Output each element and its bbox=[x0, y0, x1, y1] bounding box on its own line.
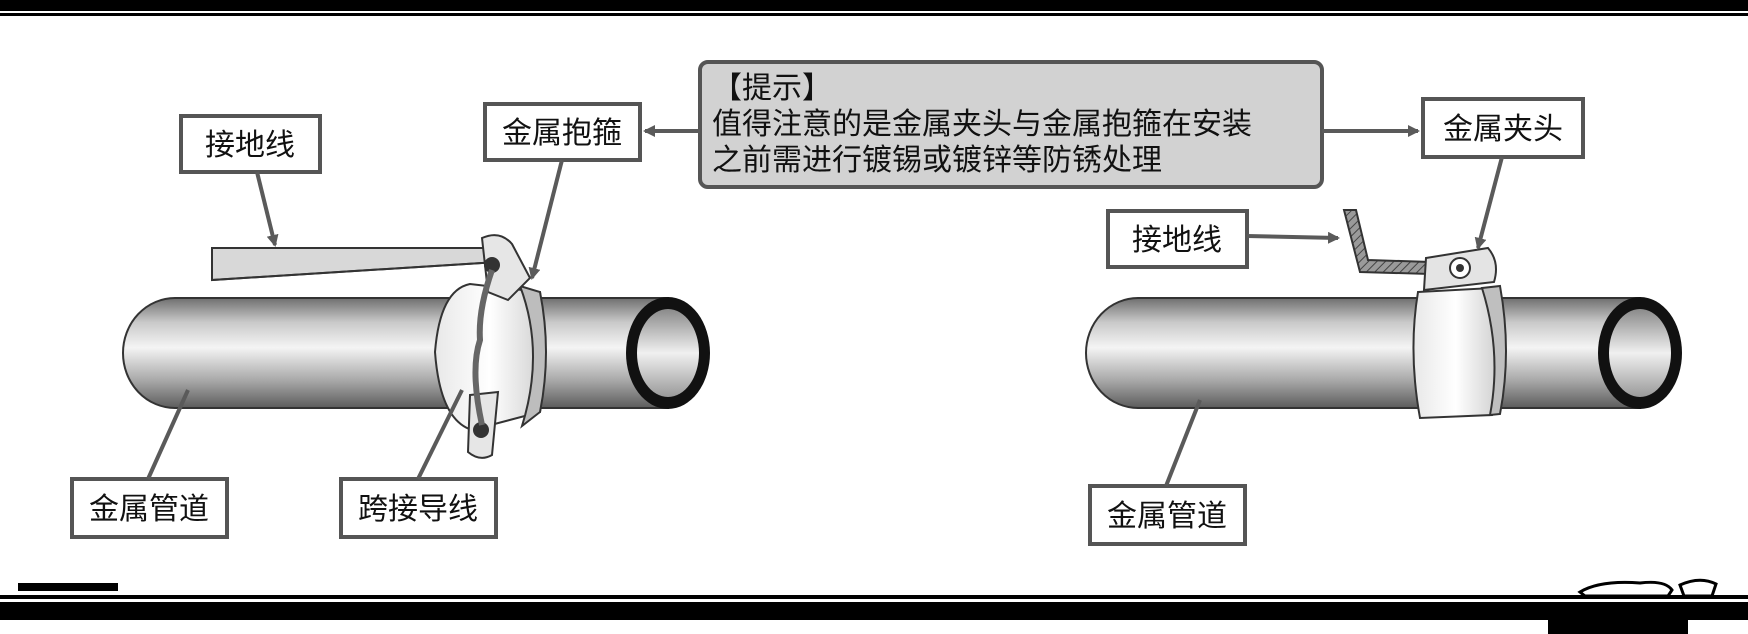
tip-box: 【提示】 值得注意的是金属夹头与金属抱箍在安装 之前需进行镀锡或镀锌等防锈处理 bbox=[698, 60, 1324, 189]
arrow-metal-clamp bbox=[1474, 156, 1504, 250]
right-pipe-assembly bbox=[1085, 209, 1682, 420]
svg-text:接地线: 接地线 bbox=[205, 128, 295, 163]
svg-text:金属夹头: 金属夹头 bbox=[1443, 112, 1563, 147]
svg-text:金属管道: 金属管道 bbox=[89, 492, 209, 527]
leader-arrows bbox=[146, 125, 1504, 487]
label-ground-wire-right: 接地线 bbox=[1106, 209, 1249, 269]
label-metal-hoop: 金属抱箍 bbox=[483, 102, 642, 162]
label-metal-pipe-right: 金属管道 bbox=[1088, 484, 1247, 546]
arrow-metal-pipe-left bbox=[146, 389, 190, 480]
right-metal-clamp bbox=[1412, 286, 1499, 420]
right-metal-pipe bbox=[1085, 297, 1641, 409]
tip-title: 【提示】 bbox=[712, 71, 832, 106]
svg-text:金属抱箍: 金属抱箍 bbox=[502, 116, 622, 151]
label-metal-clamp: 金属夹头 bbox=[1421, 97, 1585, 159]
arrow-ground-wire-left bbox=[255, 171, 279, 247]
page-corner-scribble bbox=[1577, 578, 1718, 598]
right-ground-wire bbox=[1342, 209, 1431, 276]
arrow-metal-pipe-right bbox=[1164, 399, 1202, 487]
tip-line-1: 值得注意的是金属夹头与金属抱箍在安装 bbox=[712, 107, 1252, 142]
left-metal-pipe bbox=[122, 297, 669, 409]
arrow-metal-hoop bbox=[528, 159, 564, 280]
label-ground-wire-left: 接地线 bbox=[179, 114, 322, 174]
label-metal-pipe-left: 金属管道 bbox=[70, 477, 229, 539]
arrow-ground-wire-right bbox=[1246, 231, 1340, 244]
left-jumper-wire bbox=[472, 269, 495, 426]
arrow-jumper-wire bbox=[416, 389, 464, 480]
svg-text:金属管道: 金属管道 bbox=[1107, 499, 1227, 534]
label-jumper-wire: 跨接导线 bbox=[339, 477, 498, 539]
tip-line-2: 之前需进行镀锡或镀锌等防锈处理 bbox=[712, 143, 1162, 178]
svg-text:接地线: 接地线 bbox=[1132, 223, 1222, 258]
left-pipe-assembly bbox=[122, 234, 710, 459]
svg-text:跨接导线: 跨接导线 bbox=[358, 492, 478, 527]
